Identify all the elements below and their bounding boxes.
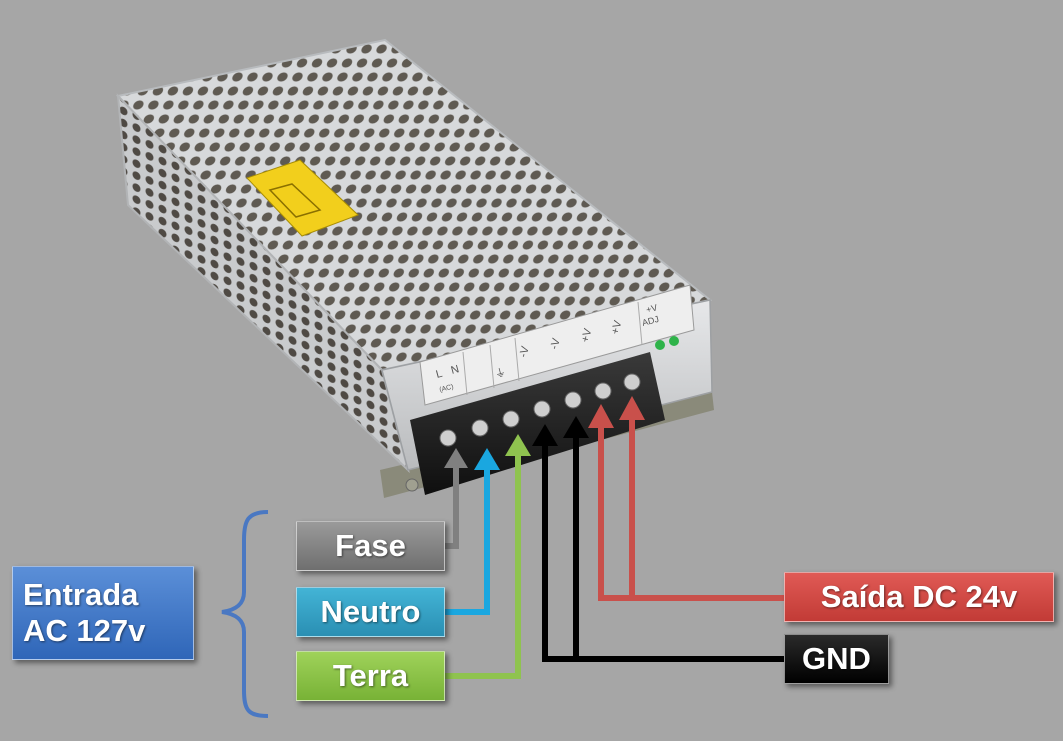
terra-label: Terra — [296, 651, 445, 701]
entrada-label: Entrada AC 127v — [12, 566, 194, 660]
saida-label: Saída DC 24v — [784, 572, 1054, 622]
terminal-label-ground: ⏚ — [493, 365, 507, 380]
wire-saida-1 — [598, 425, 784, 601]
arrow-gnd-2 — [563, 416, 589, 438]
entrada-label-line1: Entrada — [23, 577, 139, 612]
arrow-saida-1 — [588, 404, 614, 428]
terminal-label-minus-v-2: -V — [548, 336, 563, 350]
arrow-neutro — [474, 448, 500, 470]
wire-saida-2 — [629, 418, 784, 601]
terminal-label-ac: (AC) — [439, 383, 455, 393]
terminal-label-plus-v-1: +V — [579, 327, 594, 344]
input-brace — [221, 510, 269, 718]
arrow-gnd-1 — [532, 424, 558, 446]
warning-sticker — [246, 159, 359, 237]
wire-terra — [445, 454, 521, 679]
led-indicator — [655, 340, 665, 350]
wire-neutro — [445, 468, 490, 615]
terminal-label-n: N — [450, 363, 461, 377]
led-indicator — [669, 336, 679, 346]
power-supply-unit: L N (AC) ⏚ -V -V +V +V +V ADJ — [116, 38, 714, 498]
arrow-saida-2 — [619, 396, 645, 420]
entrada-label-line2: AC 127v — [23, 613, 146, 648]
wire-gnd-2 — [573, 436, 784, 662]
terminal-label-plus-v-2: +V — [609, 319, 624, 336]
gnd-label: GND — [784, 634, 889, 684]
terminal-label-minus-v-1: -V — [517, 344, 532, 358]
terminal-label-l: L — [435, 368, 444, 381]
terminal-label-adj: ADJ — [641, 314, 660, 328]
wire-gnd-1 — [542, 444, 784, 662]
terminal-label-adj-v: +V — [645, 302, 658, 315]
arrow-terra — [505, 434, 531, 456]
fase-label: Fase — [296, 521, 445, 571]
arrow-fase — [444, 448, 468, 468]
wire-fase — [445, 462, 459, 549]
neutro-label: Neutro — [296, 587, 445, 637]
terminal-screws — [439, 373, 641, 447]
wires — [444, 396, 784, 679]
